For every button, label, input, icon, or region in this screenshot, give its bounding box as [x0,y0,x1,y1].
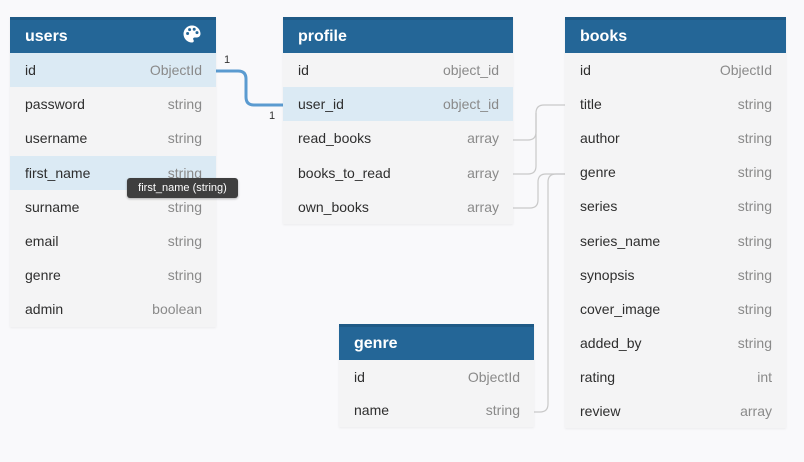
table-header[interactable]: profile [283,17,513,53]
table-title: genre [354,334,398,352]
table-title: books [580,27,628,45]
link-users-profile [216,69,283,107]
link-books-to-read-title [513,113,537,175]
table-title: users [25,27,68,45]
link-own-books-genre [513,173,565,209]
table-header[interactable]: genre [339,324,534,360]
palette-icon[interactable] [182,24,202,49]
link-genre-name-books-genre [534,173,565,413]
table-header[interactable]: users [10,17,216,53]
field-tooltip: first_name (string) [127,178,238,198]
cardinality-from: 1 [224,54,231,66]
table-header[interactable]: books [565,17,786,53]
link-read-books-title [513,104,565,141]
table-title: profile [298,27,347,45]
cardinality-to: 1 [269,110,276,122]
